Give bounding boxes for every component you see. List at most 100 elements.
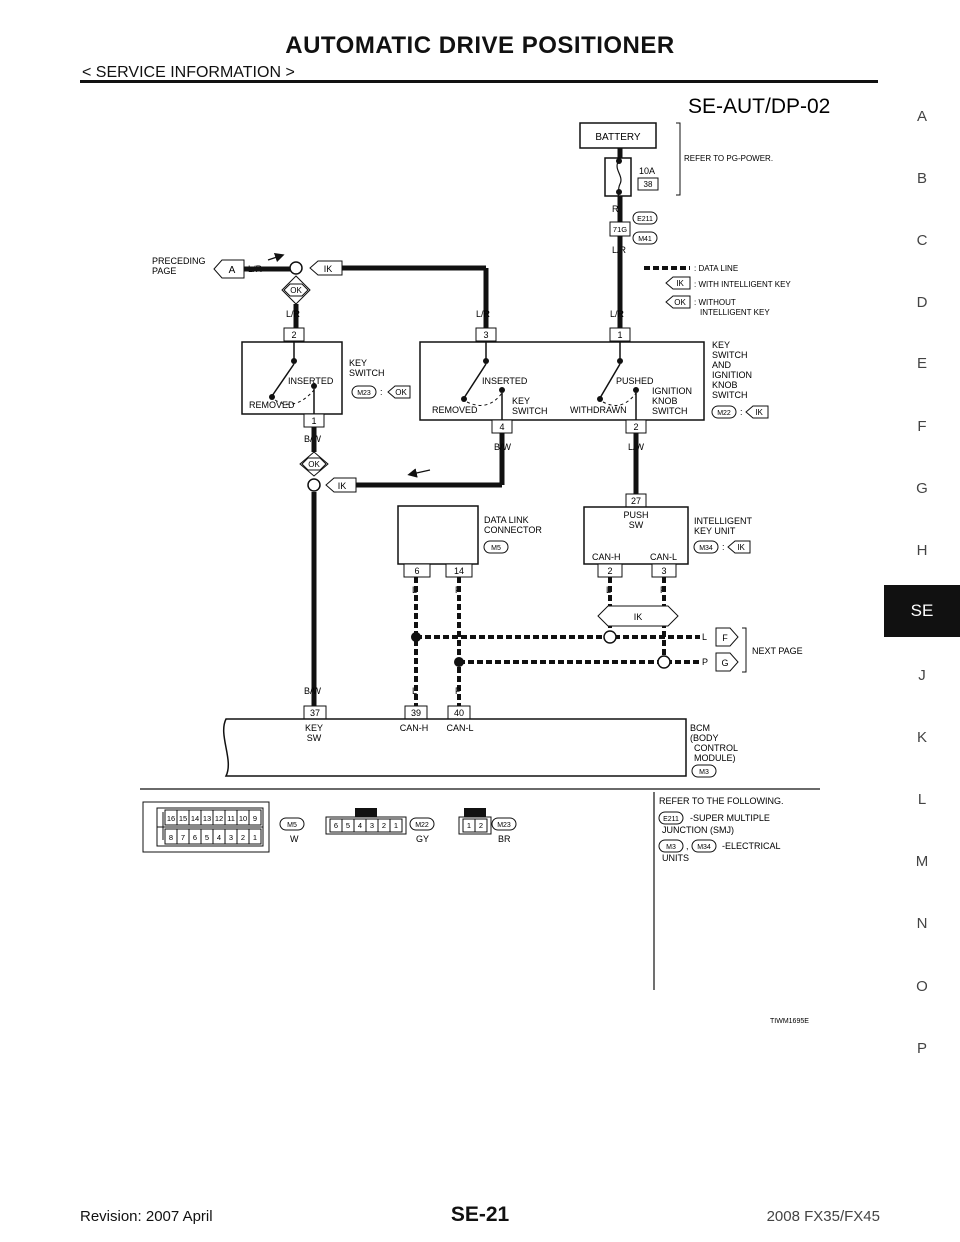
ksig-label-5: KNOB [712,380,738,390]
fuse-amps: 10A [639,166,655,176]
tag-ok: OK [290,286,302,295]
connector-m41: M41 [638,236,652,243]
figure-code: TIWM1695E [770,1018,809,1025]
bcm-label-2: (BODY [690,733,719,743]
label-knob: KNOB [652,396,678,406]
m23-pin-cell [474,818,488,833]
legend-data-line: : DATA LINE [694,264,738,273]
data-link-connector-box [397,505,479,565]
label-key: KEY [512,396,530,406]
tab-f[interactable]: F [917,418,927,435]
legend-tag-ik: IK [676,279,684,288]
m5-pin-label: 10 [239,814,247,823]
revision-label: Revision: 2007 April [80,1208,213,1225]
m5-pin-cell [248,828,262,845]
m5-pin-label: 7 [181,833,185,842]
m5-pin-label: 1 [253,833,257,842]
tab-a[interactable]: A [916,108,927,125]
smj-label-2: JUNCTION (SMJ) [662,825,734,835]
connector-m23: M23 [357,390,371,397]
tab-d[interactable]: D [916,294,928,311]
wire-p-label: P [702,657,708,667]
m5-pin-label: 9 [253,814,257,823]
separator: : [722,542,725,552]
diagram-id: SE-AUT/DP-02 [688,95,830,118]
breadcrumb[interactable]: < SERVICE INFORMATION > [82,64,295,81]
label-ignition: IGNITION [652,386,692,396]
label-key: KEY [305,723,323,733]
wire-l-label: L [702,632,707,642]
tab-n[interactable]: N [916,915,928,932]
wire-lr-label: L/R [610,309,625,319]
bcm-label-3: CONTROL [694,743,738,753]
terminal-40: 40 [454,708,464,718]
section-tabs: A B C D E F G H SE J K L M N O P [884,0,960,1242]
terminal-2: 2 [291,330,296,340]
tab-m[interactable]: M [915,853,929,870]
tab-j[interactable]: J [918,667,926,684]
label-withdrawn: WITHDRAWN [570,405,627,415]
tab-se[interactable]: SE [884,585,960,637]
wire-p-label: P [455,686,461,696]
refer-following: REFER TO THE FOLLOWING. [659,796,784,806]
comma: , [686,841,689,851]
m22-pin-label: 1 [394,821,398,830]
m5-pin-label: 6 [193,833,197,842]
tab-b[interactable]: B [916,170,927,187]
connector-e211: E211 [637,216,653,223]
elec-label: -ELECTRICAL [722,841,781,851]
connector-m3: M3 [666,844,676,851]
label-sw: SW [307,733,322,743]
tag-ik: IK [737,543,745,552]
m5-pin-label: 11 [227,814,235,823]
smj-label: -SUPER MULTIPLE [690,813,770,823]
label-can-h: CAN-H [592,552,621,562]
terminal-27: 27 [631,496,641,506]
terminal-1: 1 [311,416,316,426]
wiring-diagram: SE-AUT/DP-02 BATTERY 10A 38 REFER TO PG-… [140,95,830,1025]
tab-l[interactable]: L [917,791,927,808]
label-can-l: CAN-L [446,723,473,733]
tab-h[interactable]: H [916,542,928,559]
ksig-label-1: KEY [712,340,730,350]
label-can-l: CAN-L [650,552,677,562]
tag-ok: OK [395,388,407,397]
flag-f: F [722,633,728,643]
tag-ik: IK [755,408,763,417]
next-page-label: NEXT PAGE [752,646,803,656]
tab-e[interactable]: E [916,355,927,372]
tab-p[interactable]: P [916,1040,927,1057]
terminal-37: 37 [310,708,320,718]
intelligent-key-unit-box [583,506,689,565]
m22-pin-label: 5 [346,821,350,830]
wire-l-label: L [412,686,417,696]
key-switch-label: KEY [349,358,367,368]
terminal-4: 4 [499,422,504,432]
m5-pin-label: 5 [205,833,209,842]
wire-r-label: R [612,204,619,214]
wire-bw-label: B/W [494,442,512,452]
tag-ok: OK [308,460,320,469]
m23-pin-label: 2 [479,821,483,830]
ksig-label-3: AND [712,360,732,370]
color-w: W [290,834,299,844]
flag-a: A [229,265,236,276]
refer-pg-power: REFER TO PG-POWER. [684,154,773,163]
tab-o[interactable]: O [916,978,928,995]
tab-k[interactable]: K [916,729,927,746]
tab-g[interactable]: G [916,480,928,497]
wire-lr-label: L/R [476,309,491,319]
page-title: AUTOMATIC DRIVE POSITIONER [285,32,675,59]
m5-pin-label: 8 [169,833,173,842]
battery-label: BATTERY [595,132,641,143]
connector-m5: M5 [491,545,501,552]
connector-m23: M23 [497,822,511,829]
connector-m22: M22 [415,822,429,829]
bcm-label-4: MODULE) [694,753,736,763]
tab-c[interactable]: C [916,232,928,249]
tag-ik: IK [634,612,643,622]
connector-m5: M5 [287,822,297,829]
label-sw: SW [629,520,644,530]
